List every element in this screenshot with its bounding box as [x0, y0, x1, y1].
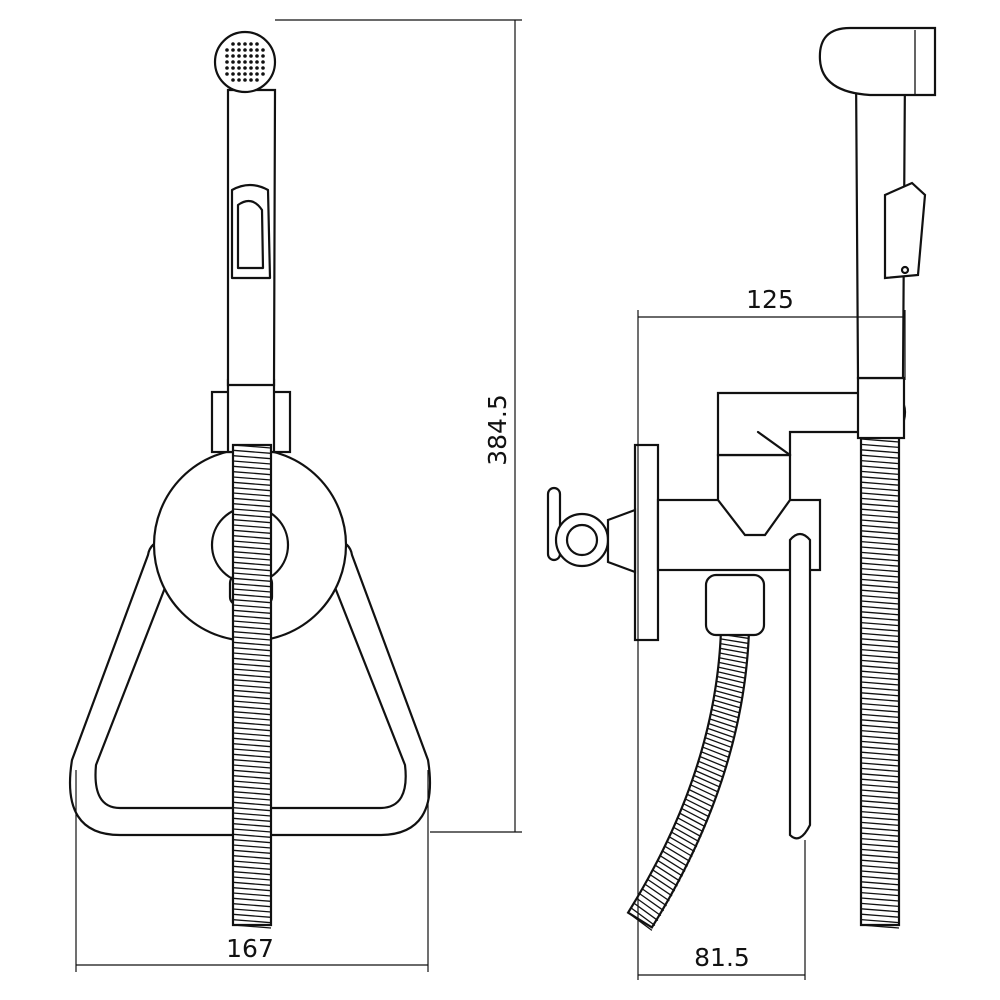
nozzle-hole	[243, 54, 247, 58]
nozzle-hole	[243, 60, 247, 64]
nozzle-hole	[261, 72, 265, 76]
dimension-height-label: 384.5	[483, 394, 512, 466]
nozzles	[225, 42, 265, 82]
nozzle-hole	[237, 54, 241, 58]
dimension-depth-label: 81.5	[694, 943, 750, 972]
towel-ring	[68, 538, 432, 837]
front-hose	[231, 443, 273, 929]
nozzle-hole	[249, 48, 253, 52]
nozzle-hole	[261, 60, 265, 64]
nozzle-hole	[231, 42, 235, 46]
nozzle-hole	[249, 54, 253, 58]
nozzle-hole	[255, 42, 259, 46]
nozzle-hole	[255, 48, 259, 52]
nozzle-hole	[231, 54, 235, 58]
nozzle-hole	[255, 72, 259, 76]
hand-shower-hose	[859, 383, 901, 929]
nozzle-hole	[231, 72, 235, 76]
nozzle-hole	[261, 54, 265, 58]
nozzle-hole	[261, 66, 265, 70]
nozzle-hole	[237, 78, 241, 82]
nozzle-hole	[231, 78, 235, 82]
nozzle-hole	[237, 42, 241, 46]
nozzle-hole	[225, 66, 229, 70]
nozzle-hole	[255, 66, 259, 70]
hand-shower-body	[226, 88, 277, 387]
dimension-reach-label: 125	[746, 285, 794, 314]
hose-outline	[626, 628, 751, 929]
nozzle-hole	[255, 54, 259, 58]
nozzle-hole	[237, 60, 241, 64]
nozzle-hole	[249, 42, 253, 46]
nozzle-hole	[243, 72, 247, 76]
hose-outline	[859, 383, 901, 927]
side-valve	[554, 512, 610, 568]
nozzle-hole	[231, 48, 235, 52]
nozzle-hole	[231, 66, 235, 70]
nozzle-hole	[231, 60, 235, 64]
nozzle-hole	[243, 78, 247, 82]
nozzle-hole	[237, 66, 241, 70]
nozzle-hole	[249, 78, 253, 82]
side-trigger	[883, 181, 927, 280]
nozzle-hole	[225, 60, 229, 64]
side-holder	[856, 376, 906, 440]
front-dimensions: 167 384.5	[75, 19, 522, 972]
outlet-pipe	[788, 532, 812, 840]
nozzle-hole	[225, 54, 229, 58]
nozzle-hole	[237, 48, 241, 52]
side-shower-head	[818, 26, 937, 97]
nozzle-hole	[243, 66, 247, 70]
nozzle-hole	[243, 48, 247, 52]
nozzle-hole	[249, 66, 253, 70]
nozzle-hole	[249, 72, 253, 76]
nozzle-hole	[249, 60, 253, 64]
side-dimensions: 125 81.5	[637, 285, 906, 980]
side-view	[546, 26, 937, 931]
nozzle-hole	[255, 78, 259, 82]
dimension-width-label: 167	[226, 934, 274, 963]
nozzle-hole	[255, 60, 259, 64]
hose-nut	[704, 573, 766, 637]
nozzle-hole	[225, 48, 229, 52]
side-hose	[626, 628, 751, 931]
nozzle-hole	[225, 72, 229, 76]
nozzle-hole	[261, 48, 265, 52]
trigger	[230, 183, 272, 280]
front-view	[68, 30, 432, 929]
nozzle-hole	[243, 42, 247, 46]
nozzle-hole	[237, 72, 241, 76]
